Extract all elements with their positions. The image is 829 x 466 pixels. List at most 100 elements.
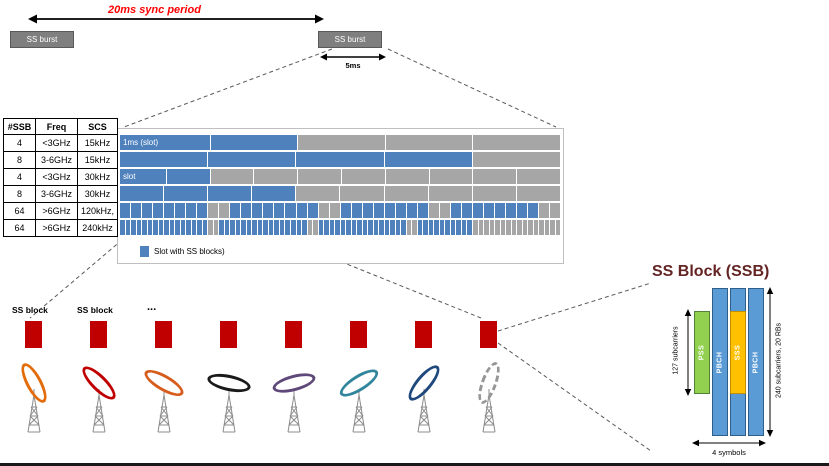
ss-slot (373, 220, 379, 235)
ss-slot (169, 220, 175, 235)
ss-block-rect (285, 321, 302, 348)
ss-slot (445, 220, 450, 235)
ss-slot (147, 220, 153, 235)
ss-slot (241, 220, 246, 235)
empty-slot (298, 169, 341, 184)
ss-slot (219, 220, 224, 235)
ss-slot (351, 203, 362, 218)
ss-slot (131, 203, 142, 218)
table-cell: >6GHz (35, 219, 78, 237)
ss-slot (252, 203, 263, 218)
ss-slot (202, 220, 208, 235)
empty-slot (210, 169, 254, 184)
ss-slot (517, 203, 528, 218)
empty-slot (528, 220, 533, 235)
pss-block: PSS (694, 311, 710, 394)
slot-row (120, 186, 560, 201)
slot-row: 1ms (slot) (120, 135, 560, 150)
ss-block-rect (25, 321, 42, 348)
empty-slot (318, 203, 329, 218)
slot-row (120, 220, 561, 235)
slot-row: slot (120, 169, 560, 184)
ss-slot (473, 203, 484, 218)
empty-slot (550, 220, 555, 235)
empty-slot (478, 220, 484, 235)
ss-slot (307, 203, 318, 218)
empty-slot (533, 220, 539, 235)
ss-slot: slot (120, 169, 166, 184)
pbch-sss-column: SSS (730, 288, 746, 436)
pbch-left-label: PBCH (716, 351, 724, 373)
ss-slot (351, 220, 357, 235)
table-cell: 30kHz (77, 168, 118, 186)
empty-slot (484, 220, 489, 235)
five-ms-label: 5ms (345, 61, 361, 70)
ss-slot (461, 203, 472, 218)
ss-slot (246, 220, 252, 235)
empty-slot (329, 203, 340, 218)
ss-block-rect (480, 321, 497, 348)
label-240-subcarriers: 240 subcarriers, 20 RBs (775, 322, 783, 399)
table-header-cell: #SSB (3, 118, 36, 135)
ss-slot (153, 220, 158, 235)
slide-bottom-edge (0, 463, 829, 466)
ss-slot (329, 220, 335, 235)
legend-swatch (140, 246, 149, 257)
ss-slot (252, 220, 257, 235)
ss-slot (395, 220, 401, 235)
ss-slot: 1ms (slot) (120, 135, 210, 150)
empty-slot (298, 135, 385, 150)
ss-slot (528, 203, 539, 218)
empty-slot (517, 169, 560, 184)
ss-slot (268, 220, 274, 235)
label-4-symbols: 4 symbols (712, 448, 746, 457)
empty-slot (429, 169, 473, 184)
sync-period-arrow (28, 14, 324, 24)
ss-slot (384, 152, 472, 167)
table-cell: 8 (3, 185, 36, 203)
ss-slot (186, 220, 191, 235)
table-cell: 15kHz (77, 151, 118, 169)
empty-slot (539, 203, 550, 218)
ss-slot (164, 220, 169, 235)
empty-slot (500, 220, 506, 235)
empty-slot (516, 186, 560, 201)
empty-slot (296, 186, 340, 201)
empty-slot (555, 220, 561, 235)
ss-slot (395, 203, 406, 218)
ss-block-label-1: SS block (12, 305, 48, 315)
ss-slot (224, 220, 230, 235)
ss-slot (197, 220, 202, 235)
tower-icon (222, 389, 235, 433)
ssb-dimension-arrows (684, 287, 774, 447)
tower-icon (27, 389, 40, 433)
empty-slot (506, 220, 511, 235)
antenna-tower (6, 359, 62, 434)
empty-slot (428, 186, 472, 201)
empty-slot (495, 220, 500, 235)
ss-slot (263, 203, 274, 218)
ss-slot (302, 220, 307, 235)
ss-slot (384, 220, 390, 235)
ss-slot (417, 220, 423, 235)
empty-slot (517, 220, 522, 235)
tower-icon (287, 389, 300, 433)
antenna-tower (461, 359, 517, 434)
empty-slot (208, 220, 213, 235)
ss-slot (153, 203, 164, 218)
table-cell: 3-6GHz (35, 151, 78, 169)
empty-slot (341, 169, 385, 184)
ss-slot (340, 220, 346, 235)
empty-slot (340, 186, 384, 201)
ss-slot (467, 220, 472, 235)
empty-slot (385, 169, 429, 184)
ss-block-rect (90, 321, 107, 348)
empty-slot (385, 135, 473, 150)
table-cell: 4 (3, 168, 36, 186)
ss-slot (495, 203, 506, 218)
ss-slot (340, 203, 351, 218)
